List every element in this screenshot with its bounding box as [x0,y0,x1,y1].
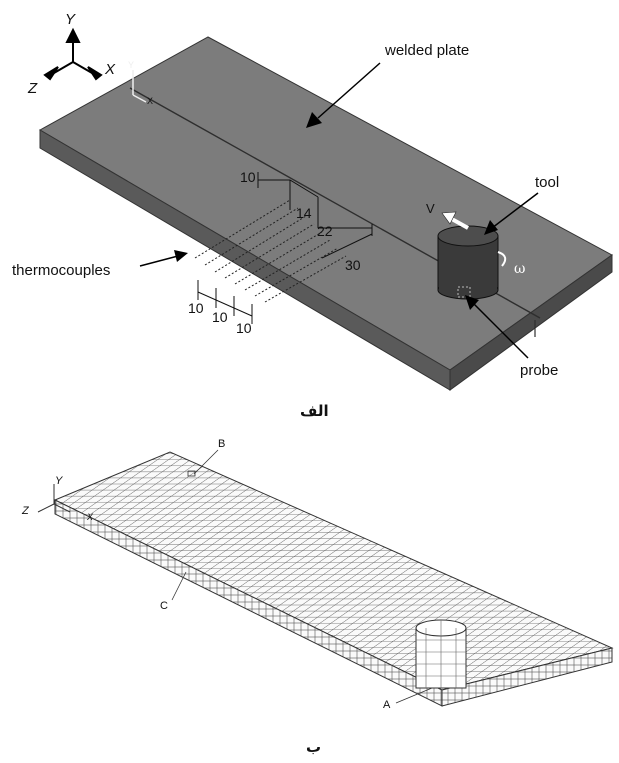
mesh-plate-side [441,647,613,707]
welded-plate-label: welded plate [384,42,469,59]
spacing-dimensions [197,280,253,324]
point-a-leader [395,687,433,704]
mini-axis-y-label: Y [128,60,134,70]
dimension-10-top: 10 [240,169,256,185]
thermocouples-arrow [139,250,188,267]
mini-axis-x-label: X [147,96,153,106]
welded-plate-side [449,254,613,391]
axis-x-label: X [104,61,116,78]
spacing-10-c: 10 [236,320,252,336]
axis-z-label: Z [27,80,38,97]
probe-arrow [465,295,529,359]
velocity-label: V [426,201,435,216]
probe-label: probe [520,362,558,379]
welded-plate-arrow [306,62,381,128]
mesh-axis-z-label: Z [21,505,30,517]
tool-label: tool [535,174,559,191]
thermocouples-label: thermocouples [12,262,110,279]
point-b-label: B [218,438,225,450]
mesh-axes [37,484,71,513]
spacing-10-a: 10 [188,300,204,316]
caption-b: ب [306,738,321,756]
caption-a: الف [300,402,329,420]
velocity-arrow [441,211,469,230]
tool-cylinder [437,225,499,300]
mini-axis [132,70,147,103]
mesh-axis-x-label: X [86,512,94,522]
dimension-14: 14 [296,205,312,221]
point-a-label: A [383,699,391,711]
mesh-axis-y-label: Y [55,475,63,487]
dimension-lines [257,172,373,259]
point-c-leader [171,571,187,601]
dimension-30: 30 [345,257,361,273]
tool-mesh [415,619,467,689]
rotation-arrow [497,251,507,267]
point-c-label: C [160,600,168,612]
axis-y-label: Y [65,11,76,28]
mesh-plate-top [53,451,614,691]
figure-b: Y Z X B C A ب [21,438,614,756]
point-b-leader [193,449,219,475]
axis-triad [43,27,103,81]
thermocouple-lines [194,199,347,303]
figure-a: Y X Z Y X welded plate 10 14 22 30 [12,11,613,420]
omega-label: ω [514,261,525,277]
spacing-10-b: 10 [212,309,228,325]
dimension-22: 22 [317,223,333,239]
tool-arrow [484,192,539,235]
point-b-marker [187,470,196,477]
